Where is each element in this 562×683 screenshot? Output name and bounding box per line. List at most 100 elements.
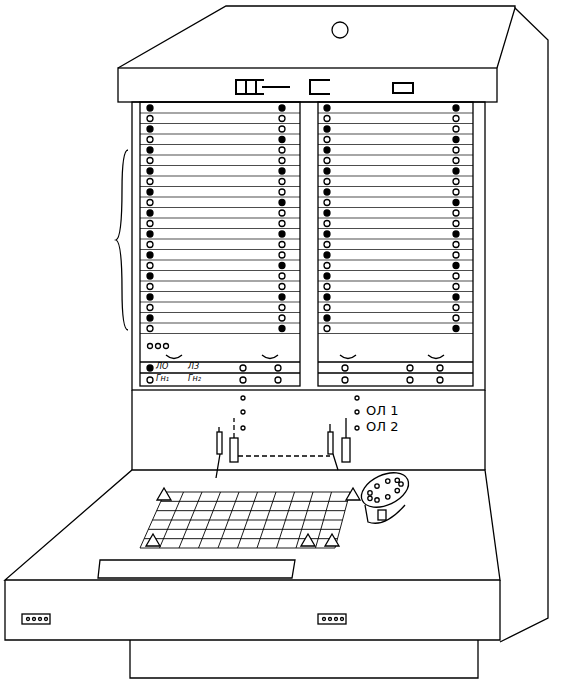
module-lamp (147, 315, 153, 321)
switch-hole (386, 479, 390, 483)
module-divider (318, 270, 473, 271)
module-lamp (279, 284, 285, 290)
module-lamp (147, 147, 153, 153)
module-divider (318, 155, 473, 156)
hood-front (118, 68, 497, 102)
module-divider (318, 260, 473, 261)
panel-marking: Гн₁ (156, 375, 169, 383)
module-divider (318, 281, 473, 282)
switch-holes (368, 478, 403, 502)
module-lamp (324, 326, 330, 332)
front-strip (5, 580, 500, 640)
module-lamp (453, 242, 459, 248)
switch-hole (375, 484, 379, 488)
module-divider (318, 144, 473, 145)
module-lamp (453, 189, 459, 195)
module-divider (318, 123, 473, 124)
module-divider (140, 218, 300, 219)
panel-marking: Гн₂ (188, 375, 201, 383)
module-lamp (453, 273, 459, 279)
module-divider (140, 323, 300, 324)
module-lamp (453, 252, 459, 258)
module-divider (318, 323, 473, 324)
module-divider (318, 113, 473, 114)
module-divider (140, 281, 300, 282)
module-divider (140, 239, 300, 240)
desk-surface (5, 470, 500, 580)
module-lamp (324, 242, 330, 248)
module-lamp (279, 116, 285, 122)
module-divider (140, 186, 300, 187)
module-lamp (147, 116, 153, 122)
module-lamp (279, 137, 285, 143)
module-divider (318, 207, 473, 208)
module-divider (140, 176, 300, 177)
module-lamp (147, 200, 153, 206)
module-lamp (324, 105, 330, 111)
panel-marking: ЛЗ (188, 363, 199, 371)
module-divider (140, 260, 300, 261)
module-divider (318, 312, 473, 313)
module-lamp (279, 210, 285, 216)
module-divider (140, 123, 300, 124)
module-lamp (453, 168, 459, 174)
module-lamp (324, 179, 330, 185)
module-divider (318, 291, 473, 292)
module-divider (318, 333, 473, 334)
module-divider (140, 249, 300, 250)
grid-line (140, 548, 335, 549)
module-divider (140, 197, 300, 198)
module-lamp (279, 305, 285, 311)
module-lamp (279, 147, 285, 153)
module-lamp (147, 263, 153, 269)
module-lamp (279, 294, 285, 300)
module-divider (140, 144, 300, 145)
module-divider (140, 333, 300, 334)
module-lamp (279, 158, 285, 164)
module-lamp (147, 273, 153, 279)
module-lamp (453, 231, 459, 237)
switch-hole (375, 498, 379, 502)
module-lamp (324, 284, 330, 290)
module-divider (318, 165, 473, 166)
module-lamp (453, 210, 459, 216)
module-divider (140, 155, 300, 156)
module-divider (318, 302, 473, 303)
module-divider (140, 270, 300, 271)
module-divider (140, 113, 300, 114)
module-lamp (279, 263, 285, 269)
cabinet-top (118, 6, 515, 68)
module-lamp (453, 326, 459, 332)
module-lamp (147, 305, 153, 311)
probe-leads (216, 418, 350, 478)
module-lamp (324, 263, 330, 269)
module-lamp (147, 189, 153, 195)
module-lamp (324, 210, 330, 216)
module-lamp (147, 210, 153, 216)
grid-corner-mark (346, 488, 360, 500)
module-divider (318, 228, 473, 229)
module-divider (140, 228, 300, 229)
module-divider (140, 207, 300, 208)
module-lamp (279, 273, 285, 279)
grid-line (161, 501, 348, 502)
module-lamp (279, 242, 285, 248)
module-lamp (147, 231, 153, 237)
module-lamp (147, 105, 153, 111)
switch-hole (395, 478, 399, 482)
module-divider (140, 165, 300, 166)
module-lamp (324, 116, 330, 122)
module-lamp (147, 284, 153, 290)
tray (98, 560, 295, 578)
module-lamp (324, 221, 330, 227)
module-lamp (324, 315, 330, 321)
right-rack (318, 102, 473, 386)
module-divider (318, 134, 473, 135)
grid-line (157, 510, 345, 511)
switch-hole (399, 482, 403, 486)
indicator-dots (241, 396, 359, 430)
left-rack (140, 102, 300, 386)
module-lamp (147, 326, 153, 332)
grid-corner-mark (325, 534, 339, 546)
module-lamp (279, 105, 285, 111)
